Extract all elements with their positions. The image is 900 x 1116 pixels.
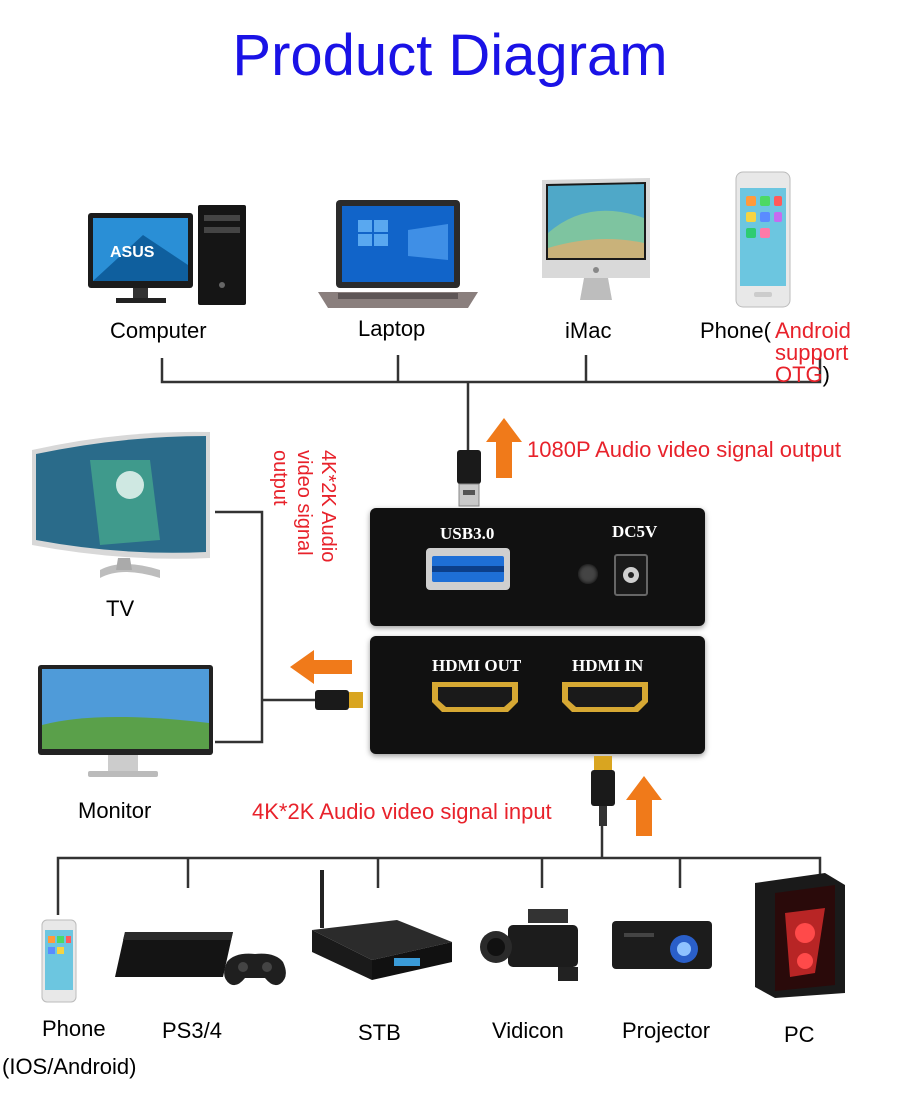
svg-text:ASUS: ASUS bbox=[110, 244, 155, 261]
projector-icon bbox=[612, 915, 718, 975]
hdmi-in-port[interactable] bbox=[560, 680, 650, 714]
page-title: Product Diagram bbox=[232, 23, 668, 88]
hdmi-input-arrow-icon bbox=[626, 776, 662, 836]
phone-bottom-icon bbox=[41, 919, 77, 1003]
hdmi-in-cable-icon bbox=[588, 756, 618, 826]
usb-port-label: USB3.0 bbox=[440, 524, 495, 543]
hdmi-in-port-label: HDMI IN bbox=[572, 656, 644, 675]
computer-icon: ASUS bbox=[88, 205, 248, 310]
monitor-label: Monitor bbox=[78, 798, 152, 823]
pc-icon bbox=[755, 873, 845, 998]
hdmi-out-port[interactable] bbox=[430, 680, 520, 714]
phone-bottom-sublabel: (IOS/Android) bbox=[2, 1054, 137, 1079]
hdmi-out-port-label: HDMI OUT bbox=[432, 656, 522, 675]
imac-icon bbox=[538, 178, 653, 306]
phone-bottom-label: Phone bbox=[42, 1016, 106, 1041]
hdmi-output-arrow-icon bbox=[290, 650, 352, 684]
usb-output-label: 1080P Audio video signal output bbox=[527, 437, 841, 462]
power-button[interactable] bbox=[578, 564, 598, 584]
phone-top-label-prefix: Phone( bbox=[700, 318, 771, 343]
vidicon-label: Vidicon bbox=[492, 1018, 564, 1043]
tv-label: TV bbox=[106, 596, 135, 621]
laptop-icon bbox=[318, 200, 478, 315]
usb-cable-icon bbox=[454, 450, 484, 510]
hdmi-output-label: 4K*2K Audio video signal output bbox=[269, 450, 339, 563]
usb-port[interactable] bbox=[426, 548, 510, 590]
imac-label: iMac bbox=[565, 318, 612, 343]
capture-device-top: USB3.0 DC5V bbox=[370, 508, 705, 626]
stb-icon bbox=[312, 870, 452, 995]
laptop-label: Laptop bbox=[358, 316, 426, 341]
dc-power-port[interactable] bbox=[614, 554, 648, 596]
vidicon-icon bbox=[478, 905, 588, 985]
phone-icon bbox=[735, 171, 791, 308]
hdmi-out-cable-icon bbox=[315, 685, 367, 715]
monitor-icon bbox=[38, 665, 218, 790]
phone-top-otg-text: Android support OTG bbox=[775, 318, 851, 387]
pc-label: PC bbox=[784, 1022, 815, 1047]
computer-label: Computer bbox=[110, 318, 207, 343]
capture-device-bottom: HDMI OUT HDMI IN bbox=[370, 636, 705, 754]
ps-icon bbox=[115, 922, 290, 992]
projector-label: Projector bbox=[622, 1018, 711, 1043]
ps-label: PS3/4 bbox=[162, 1018, 222, 1043]
phone-top-otg-note: Android support OTG) bbox=[775, 320, 875, 386]
hdmi-input-label: 4K*2K Audio video signal input bbox=[252, 799, 552, 824]
usb-output-arrow-icon bbox=[486, 418, 522, 478]
phone-top-label: Phone( bbox=[700, 320, 771, 342]
stb-label: STB bbox=[358, 1020, 401, 1045]
dc-port-label: DC5V bbox=[612, 522, 658, 541]
tv-icon bbox=[30, 430, 215, 590]
phone-top-label-suffix: ) bbox=[822, 362, 830, 387]
